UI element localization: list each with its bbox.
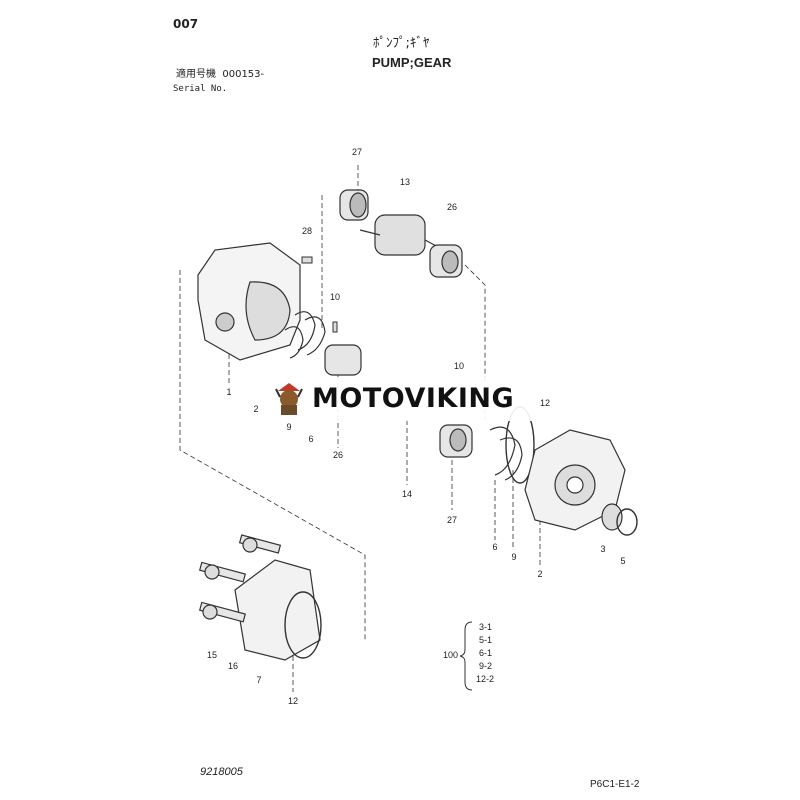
callout-label: 10 — [453, 361, 465, 372]
callout-label: 9 — [286, 422, 292, 433]
kit-brace — [459, 621, 473, 691]
callout-label: 15 — [206, 650, 218, 661]
kit-item: 12-2 — [476, 674, 495, 684]
kit-item: 9-2 — [479, 661, 493, 671]
callout-label: 16 — [227, 661, 239, 672]
callout-label: 12 — [287, 696, 299, 707]
callout-label: 6 — [308, 434, 314, 445]
drawing-number: 9218005 — [200, 766, 243, 778]
watermark-text: MOTOVIKING — [312, 383, 515, 415]
callout-label: 2 — [537, 569, 543, 580]
seal-rings-left — [284, 311, 326, 359]
serial-label-jp: 適用号機 000153- — [176, 69, 264, 81]
bearing-27-bottom — [439, 424, 473, 458]
serial-label-jp-text: 適用号機 — [176, 69, 216, 80]
callout-label: 7 — [256, 675, 262, 686]
page-code: 007 — [173, 17, 199, 31]
callout-label: 13 — [399, 177, 411, 188]
flange-assembly — [198, 534, 322, 661]
bearing-27-top — [339, 189, 369, 221]
callout-label: 10 — [329, 292, 341, 303]
kit-item: 3-1 — [479, 622, 493, 632]
serial-label-en: Serial No. — [173, 84, 228, 94]
callout-label: 9 — [511, 552, 517, 563]
pump-body-housing — [197, 242, 301, 361]
drive-gear-13 — [359, 214, 441, 256]
title-japanese: ﾎﾟﾝﾌﾟ;ｷﾞﾔ — [373, 36, 430, 51]
callout-label: 26 — [332, 450, 344, 461]
callout-label: 28 — [301, 226, 313, 237]
snap-ring-5 — [616, 508, 638, 536]
callout-label: 14 — [401, 489, 413, 500]
callout-label: 5 — [620, 556, 626, 567]
callout-label: 26 — [446, 202, 458, 213]
kit-item: 5-1 — [479, 635, 493, 645]
callout-label: 3 — [600, 544, 606, 555]
watermark-banner: MOTOVIKING — [264, 377, 536, 421]
diagram-title: PUMP;GEAR — [372, 55, 452, 70]
callout-label: 27 — [446, 515, 458, 526]
kit-number: 100 — [443, 650, 459, 660]
viking-logo-icon — [275, 383, 303, 415]
callout-label: 6 — [492, 542, 498, 553]
oil-seal-3 — [601, 503, 623, 531]
callout-label: 12 — [539, 398, 551, 409]
pin-10 — [332, 321, 338, 333]
pin-28 — [301, 256, 313, 264]
bearing-26-top — [429, 244, 463, 278]
page-reference: P6C1-E1-2 — [590, 779, 640, 790]
bearing-26-left — [324, 344, 362, 376]
callout-label: 2 — [253, 404, 259, 415]
kit-item: 6-1 — [479, 648, 493, 658]
callout-label: 27 — [351, 147, 363, 158]
callout-label: 1 — [226, 387, 232, 398]
pump-cover-2 — [524, 429, 626, 531]
serial-value: 000153- — [222, 69, 265, 80]
